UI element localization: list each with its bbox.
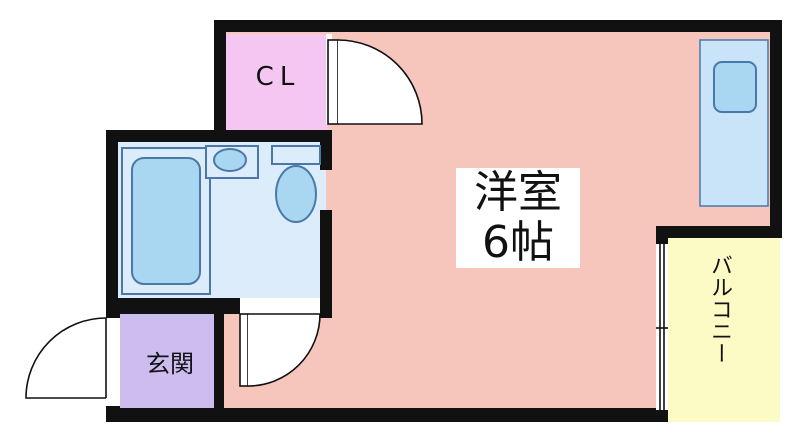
toilet-bowl [275, 165, 317, 223]
balcony-label: バルコニー [707, 254, 732, 364]
toilet-tank [271, 145, 321, 165]
western-room-size: 6帖 [482, 217, 554, 268]
entrance-door-gap [106, 318, 120, 406]
western-room-name: 洋室 [474, 167, 562, 218]
fixtures [121, 61, 757, 295]
closet-floor [222, 34, 328, 130]
entrance-floor [118, 314, 222, 410]
closet-label: CL [255, 62, 301, 92]
western-room-label: 洋室 6帖 [456, 168, 580, 268]
balcony-floor [668, 238, 780, 422]
bath-door-gap [240, 298, 320, 314]
entrance-label: 玄関 [146, 350, 194, 378]
bathtub-basin [131, 157, 201, 285]
door-swings [25, 39, 668, 410]
sink [713, 61, 757, 113]
balcony-door-gap [656, 244, 668, 410]
